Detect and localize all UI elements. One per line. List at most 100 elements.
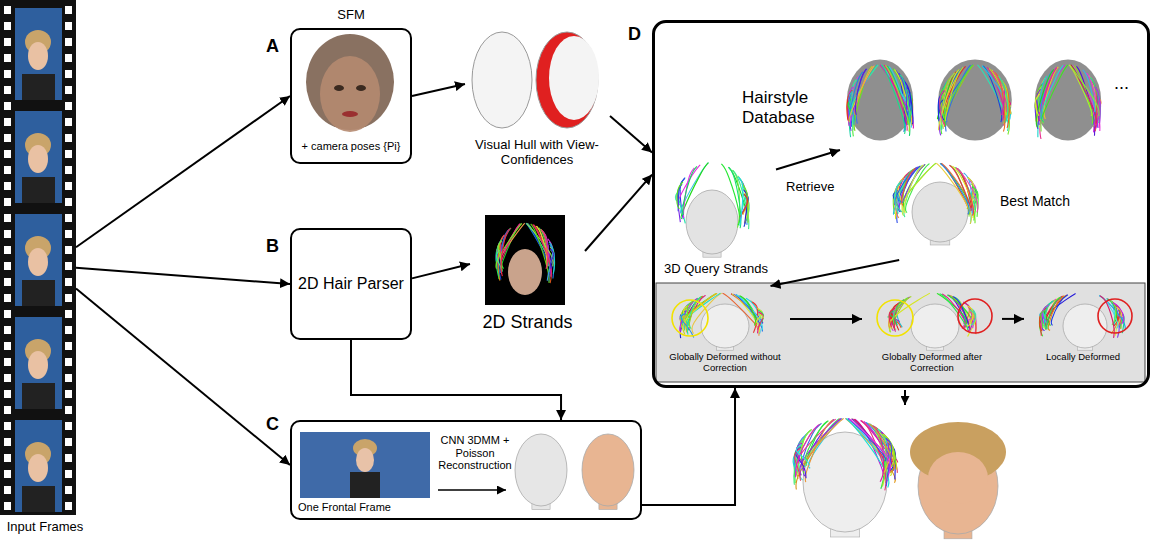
person-body: [350, 472, 380, 498]
highlight-circle: [958, 299, 992, 333]
hair-strand: [889, 308, 895, 327]
sprocket-hole: [4, 22, 11, 30]
sprocket-hole: [65, 470, 72, 478]
sprocket-hole: [4, 38, 11, 46]
head-shape: [515, 434, 567, 506]
sprocket-hole: [65, 134, 72, 142]
sprocket-hole: [65, 342, 72, 350]
sprocket-hole: [65, 214, 72, 222]
sprocket-hole: [65, 502, 72, 510]
hair-mass: [938, 60, 1012, 141]
sprocket-hole: [65, 246, 72, 254]
hair-strand: [886, 438, 892, 486]
pointcloud-face: [320, 56, 380, 132]
hair-strand: [795, 425, 819, 478]
hair-strand: [723, 293, 758, 327]
sprocket-hole: [4, 486, 11, 494]
sprocket-hole: [4, 358, 11, 366]
sprocket-hole: [65, 310, 72, 318]
hair-strand: [1036, 69, 1054, 127]
hair-strand: [862, 421, 887, 491]
connector-arrow: [351, 340, 561, 420]
video-frame: [15, 317, 62, 409]
hair-strand: [903, 165, 925, 203]
sprocket-hole: [4, 454, 11, 462]
person-face: [28, 454, 48, 482]
hair-strand: [854, 66, 872, 131]
hair-strand: [940, 163, 969, 214]
hair-strand: [796, 444, 809, 465]
connector-arrow: [585, 175, 652, 251]
node-label: CNN 3DMM + Poisson Reconstruction: [436, 434, 514, 472]
hair-strand: [849, 65, 874, 122]
hair-strand: [550, 249, 554, 269]
sprocket-hole: [4, 102, 11, 110]
process-box: COne Frontal FrameCNN 3DMM + Poisson Rec…: [290, 420, 642, 520]
hair-mass: [847, 60, 913, 141]
person-body: [22, 177, 55, 203]
hair-strand: [890, 293, 930, 328]
connector-arrow: [776, 150, 840, 170]
sprocket-hole: [65, 262, 72, 270]
hair-strand: [956, 168, 971, 208]
node-label: 2D Strands: [470, 312, 585, 333]
sprocket-hole: [4, 374, 11, 382]
hair-strand: [1041, 310, 1046, 328]
hair-strand: [1035, 94, 1039, 116]
person-face: [28, 145, 48, 173]
sprocket-hole: [4, 230, 11, 238]
pointcloud-mouth: [342, 111, 358, 117]
hair-strand: [758, 312, 764, 334]
hair-strand: [846, 418, 889, 487]
node-label: 2D Hair Parser: [292, 275, 410, 293]
sprocket-hole: [65, 406, 72, 414]
sprocket-hole: [65, 54, 72, 62]
pointcloud-eye: [356, 85, 366, 91]
image-panel: Locally Deformed: [1024, 286, 1142, 380]
sprocket-hole: [4, 86, 11, 94]
sprocket-hole: [65, 230, 72, 238]
stage-letter: D: [628, 24, 650, 45]
strand-image-ground: [485, 215, 565, 305]
person-face: [28, 42, 48, 70]
sprocket-hole: [4, 438, 11, 446]
hair-strand: [970, 310, 976, 325]
hair-strand: [904, 165, 923, 213]
person-body: [22, 280, 55, 306]
pointcloud-eye: [334, 85, 344, 91]
sprocket-hole: [4, 166, 11, 174]
sprocket-hole: [65, 454, 72, 462]
hair-strand: [939, 70, 959, 131]
sprocket-hole: [65, 182, 72, 190]
sprocket-hole: [4, 198, 11, 206]
stage-box: DHairstyle Database3D Query StrandsBest …: [652, 20, 1150, 388]
sprocket-hole: [65, 486, 72, 494]
hair-strand: [993, 71, 1007, 112]
sprocket-hole: [4, 390, 11, 398]
node-label: Best Match: [1000, 193, 1110, 209]
head-shape: [686, 190, 738, 254]
node-label: SFM: [290, 8, 412, 23]
connector-arrow: [1002, 318, 1024, 320]
hair-strand: [533, 225, 551, 278]
image-panel: Globally Deformed without Correction: [660, 286, 790, 380]
video-frame: [15, 8, 62, 100]
hair-strand: [527, 223, 551, 274]
node-label: Input Frames: [0, 520, 90, 535]
process-box: B2D Hair Parser: [290, 228, 412, 340]
sprocket-hole: [4, 406, 11, 414]
sprocket-hole: [65, 294, 72, 302]
arrow-symbol: [438, 489, 506, 491]
hair-strand: [855, 66, 873, 115]
process-box: ASFM+ camera poses {Pi}: [290, 28, 412, 164]
stage-letter: B: [266, 236, 288, 257]
hair-strand: [1046, 297, 1061, 329]
sprocket-hole: [65, 438, 72, 446]
node-label: Hairstyle Database: [742, 88, 842, 127]
sprocket-hole: [4, 310, 11, 318]
hair-strand: [895, 163, 936, 219]
hair-strand: [983, 66, 1001, 122]
